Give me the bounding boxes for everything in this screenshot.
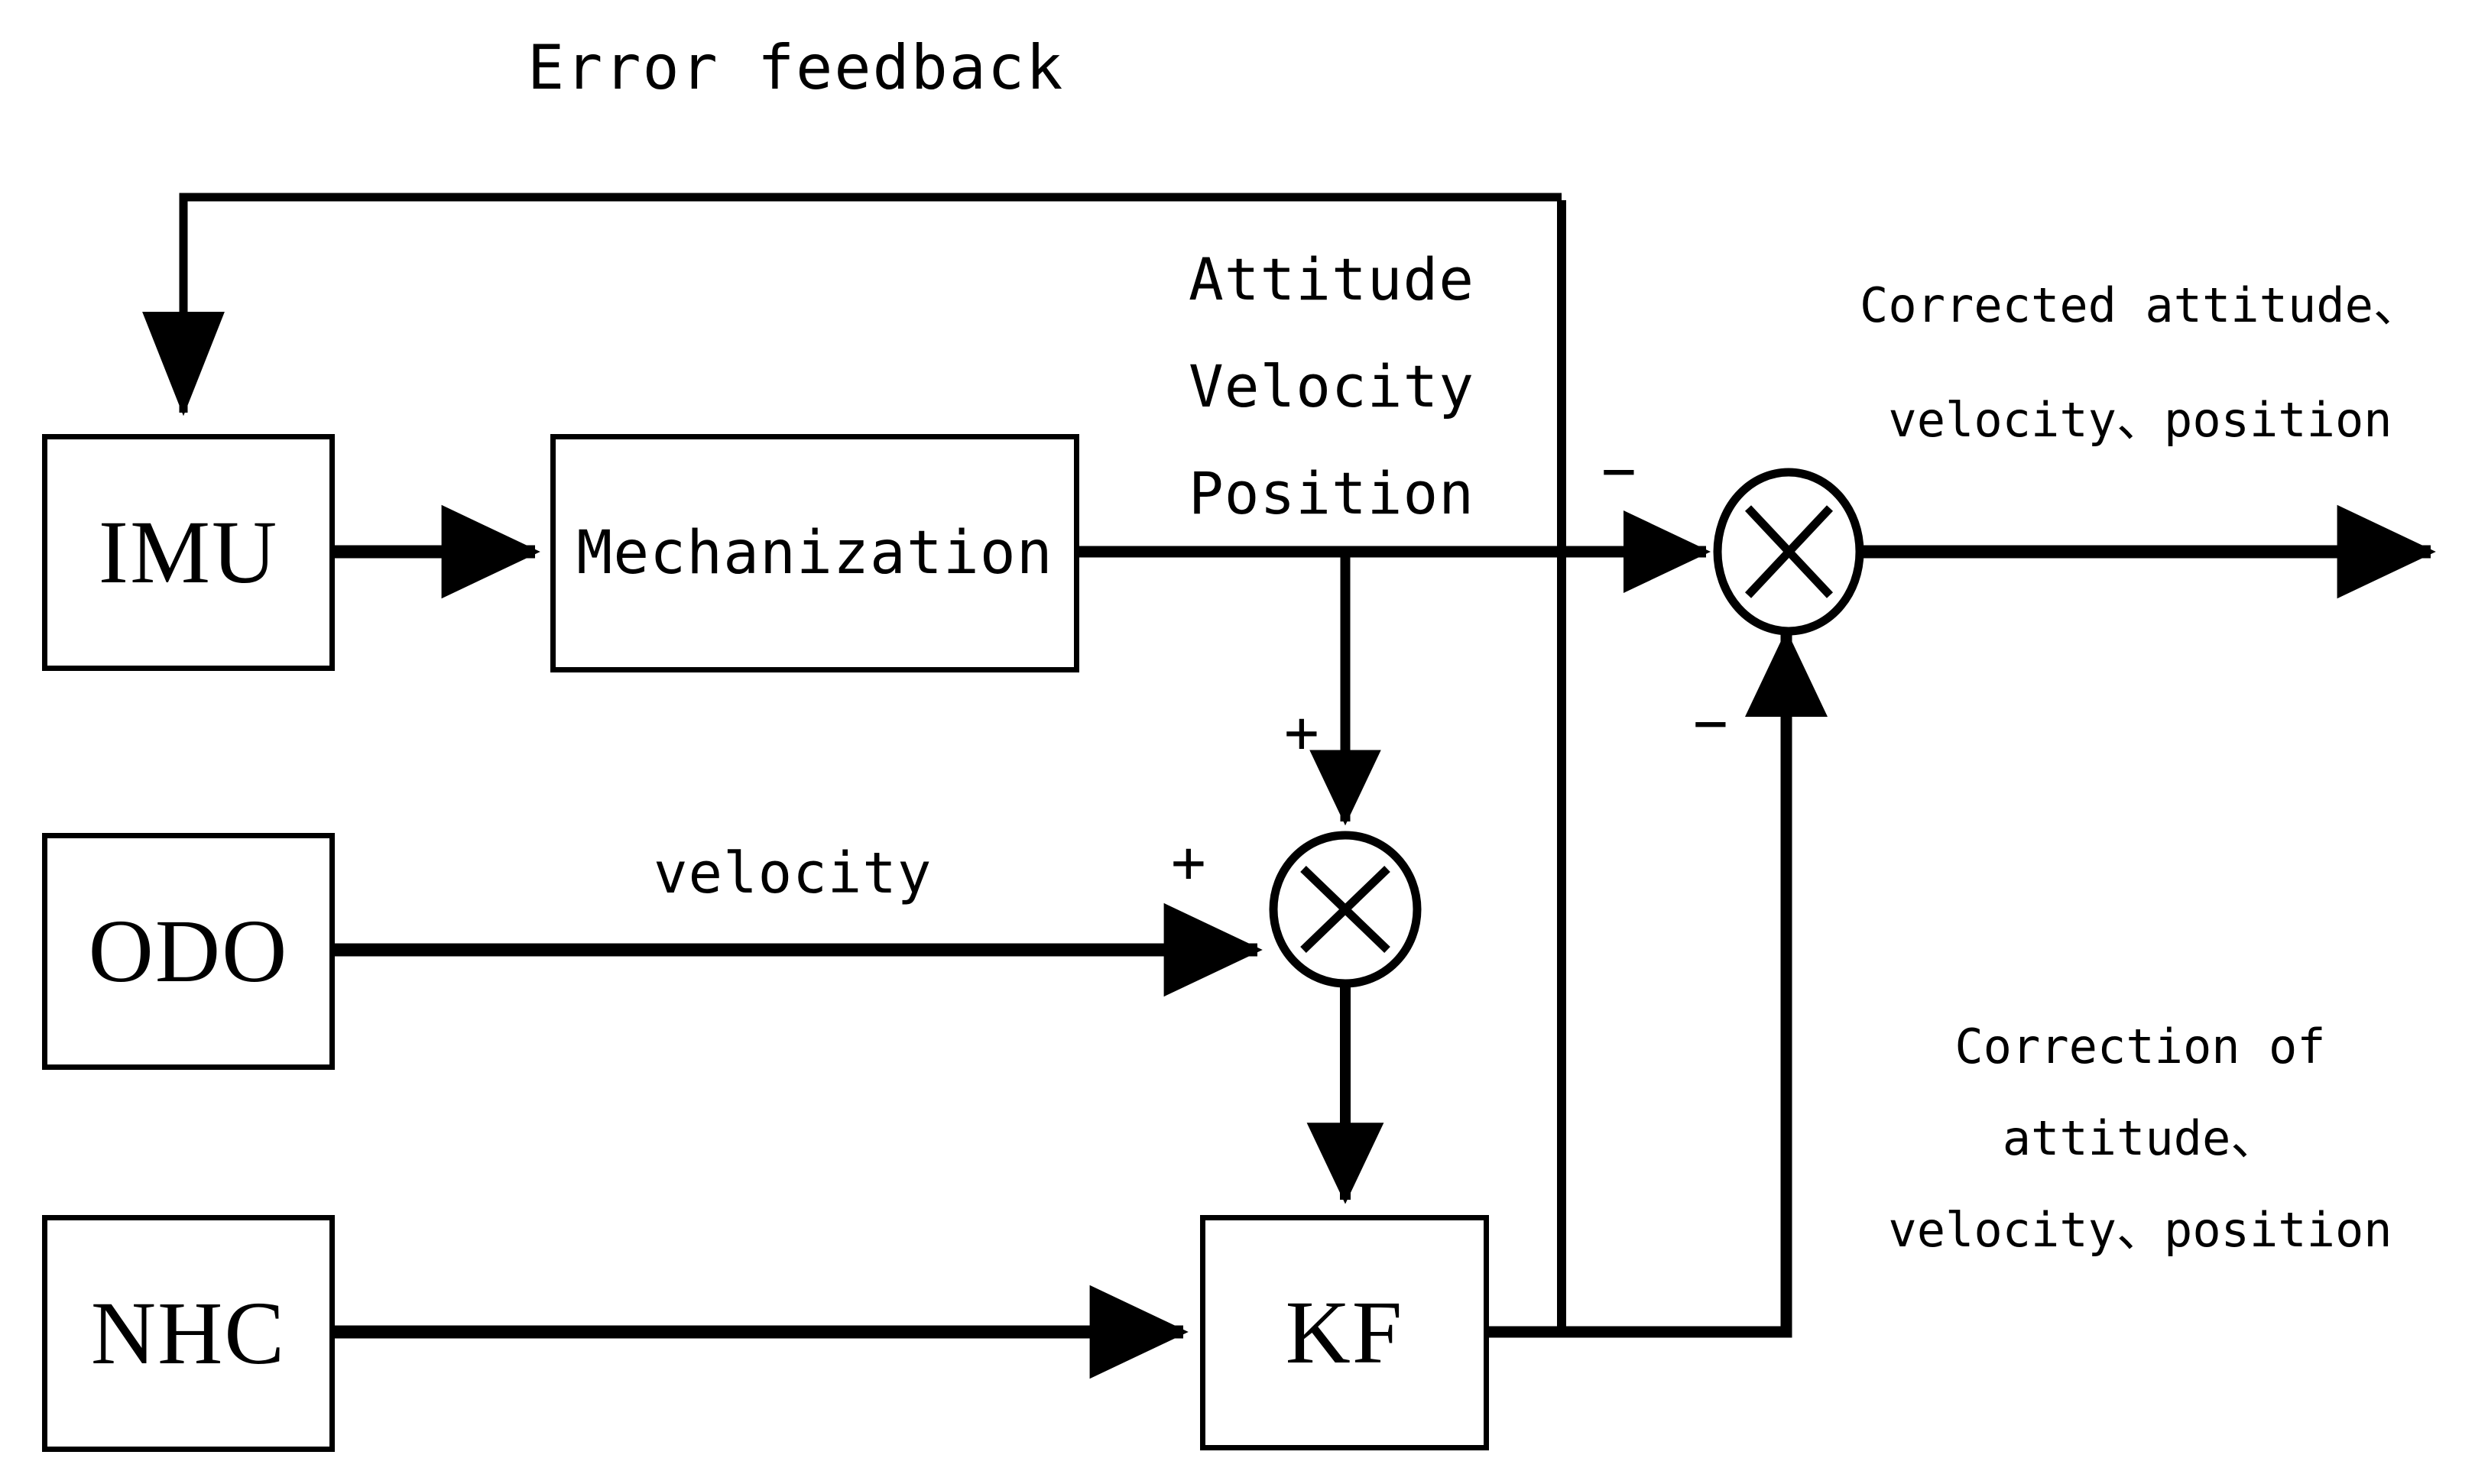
sign-minus-vertical-input: −	[1693, 689, 1728, 757]
block-nhc[interactable]: NHC	[42, 1215, 335, 1452]
label-corrected-line2: velocity、position	[1888, 392, 2392, 448]
wire-kf-to-sum-right	[1489, 629, 1828, 1338]
block-odo-label: ODO	[88, 901, 289, 1001]
label-state-attitude: Attitude	[1189, 245, 1475, 313]
label-corrected-line1: Corrected attitude、	[1860, 277, 2421, 333]
label-correction-line1: Correction of	[1954, 1019, 2326, 1074]
label-correction-line2: attitude、	[2002, 1110, 2279, 1166]
block-imu-label: IMU	[98, 502, 279, 602]
sign-minus-horizontal-input: −	[1601, 436, 1636, 504]
label-velocity: velocity	[654, 841, 933, 906]
sign-plus-horizontal-input: +	[1171, 828, 1206, 896]
sum-junction-lower	[1269, 831, 1422, 988]
wire-error-feedback	[142, 193, 1562, 416]
label-error-feedback: Error feedback	[527, 32, 1065, 103]
label-state-position: Position	[1189, 459, 1475, 527]
block-kf[interactable]: KF	[1200, 1215, 1489, 1450]
block-mechanization[interactable]: Mechanization	[550, 434, 1079, 672]
label-state-velocity: Velocity	[1189, 352, 1475, 420]
block-nhc-label: NHC	[90, 1283, 287, 1383]
block-mechanization-label: Mechanization	[576, 519, 1053, 588]
label-correction-line3: velocity、position	[1888, 1202, 2392, 1258]
sum-junction-right	[1713, 468, 1864, 636]
block-imu[interactable]: IMU	[42, 434, 335, 671]
sign-plus-vertical-input: +	[1284, 698, 1319, 766]
block-kf-label: KF	[1285, 1282, 1404, 1382]
block-odo[interactable]: ODO	[42, 833, 335, 1070]
